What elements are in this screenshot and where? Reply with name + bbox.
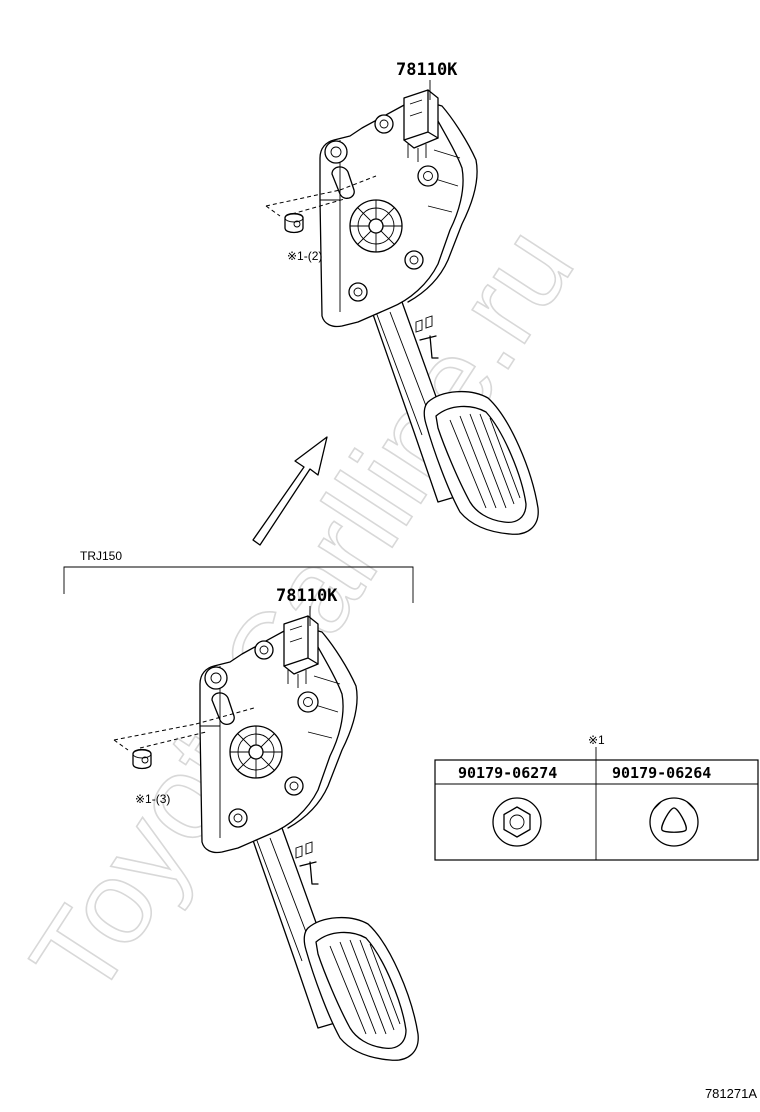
trj150-bracket xyxy=(63,566,414,603)
top-fastener-label[interactable]: ※1-(2) xyxy=(287,249,322,263)
bottom-cap-nut-icon xyxy=(132,748,152,770)
top-pedal-assembly: 78110K ※1-(2) xyxy=(265,60,539,535)
bottom-pedal-assembly: 78110K ※1-(3) xyxy=(113,586,419,1061)
bottom-fastener-label[interactable]: ※1-(3) xyxy=(135,792,170,806)
top-part-number[interactable]: 78110K xyxy=(396,60,458,80)
fastener-table: ※1 90179-06274 90179-06264 xyxy=(434,733,759,861)
trj150-group: TRJ150 xyxy=(63,549,414,603)
fastener-table-marker: ※1 xyxy=(588,733,605,747)
trj150-label[interactable]: TRJ150 xyxy=(80,549,122,563)
fastener-part-number-1[interactable]: 90179-06274 xyxy=(458,764,557,782)
bottom-part-number[interactable]: 78110K xyxy=(276,586,338,606)
hex-nut-icon xyxy=(492,797,542,847)
fastener-part-number-2[interactable]: 90179-06264 xyxy=(612,764,711,782)
top-cap-nut-icon xyxy=(284,212,304,234)
illustration-code: 781271A xyxy=(705,1086,757,1101)
fastener-table-frame xyxy=(434,759,759,861)
triangle-nut-icon xyxy=(649,797,699,847)
upward-arrow-icon xyxy=(252,436,328,546)
